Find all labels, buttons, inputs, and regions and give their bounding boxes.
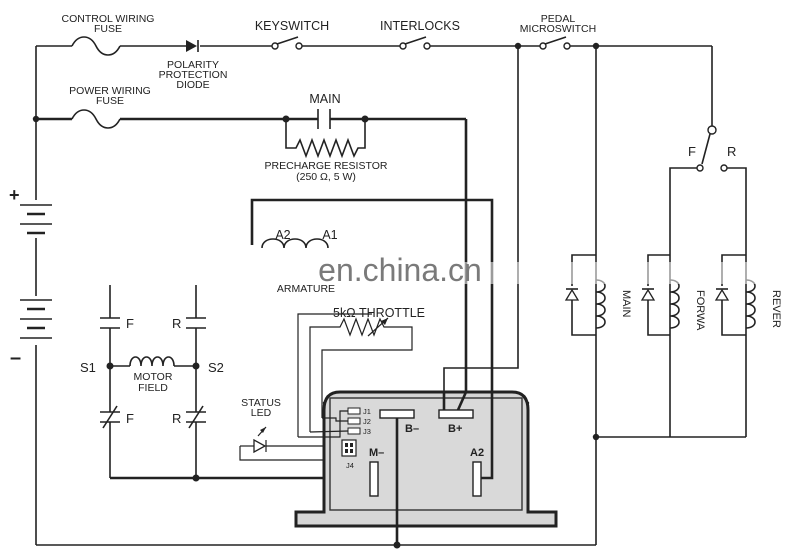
- r-switch-label: R: [727, 144, 736, 159]
- precharge-label-2: (250 Ω, 5 W): [296, 171, 356, 183]
- s2-label: S2: [208, 360, 224, 375]
- control-fuse-label-1: CONTROL WIRING: [62, 13, 155, 25]
- motor-field-label-1: MOTOR: [134, 371, 173, 383]
- polarity-label-2: PROTECTION: [159, 69, 228, 81]
- interlocks-symbol: [399, 36, 431, 50]
- interlocks-label: INTERLOCKS: [380, 19, 460, 33]
- coil-reverse-label: REVER: [770, 290, 782, 328]
- m-minus-label: M–: [369, 447, 384, 459]
- j3-label: J3: [363, 427, 371, 436]
- armature-wiring: [250, 198, 494, 392]
- throttle-label: 5kΩ THROTTLE: [333, 306, 425, 320]
- status-led-label-2: LED: [251, 407, 272, 419]
- pedal-label-1: PEDAL: [541, 13, 576, 25]
- j4-label: J4: [346, 461, 354, 470]
- battery-plus-label: +: [9, 185, 20, 205]
- polarity-label-3: DIODE: [176, 79, 209, 91]
- coil-main-label: MAIN: [620, 290, 632, 318]
- r-bottom-label: R: [172, 411, 181, 426]
- control-fuse-label-2: FUSE: [94, 23, 122, 35]
- main-label: MAIN: [309, 92, 340, 106]
- throttle-wiring: [297, 313, 413, 437]
- motor-controller: [294, 390, 558, 528]
- a2-label: A2: [275, 228, 290, 242]
- coil-section: [564, 42, 756, 545]
- r-top-label: R: [172, 316, 181, 331]
- power-fuse-label-2: FUSE: [96, 95, 124, 107]
- a2-terminal-label: A2: [470, 447, 484, 459]
- pedal-output-wire: [443, 46, 519, 392]
- j1-label: J1: [363, 407, 371, 416]
- battery-minus-label: –: [10, 347, 21, 369]
- controller-terminal-wires: [36, 391, 596, 549]
- f-top-label: F: [126, 316, 134, 331]
- armature-label: ARMATURE: [277, 283, 335, 295]
- power-wiring-line: [36, 109, 468, 392]
- battery-rail: [32, 46, 40, 545]
- pedal-microswitch-symbol: [539, 36, 571, 50]
- watermark: en.china.cn: [318, 252, 482, 288]
- pedal-label-2: MICROSWITCH: [520, 23, 596, 35]
- a1-label: A1: [322, 228, 337, 242]
- battery-symbol: [20, 204, 52, 339]
- f-bottom-label: F: [126, 411, 134, 426]
- precharge-resistor-symbol: [285, 119, 366, 159]
- s1-label: S1: [80, 360, 96, 375]
- b-plus-label: B+: [448, 423, 462, 435]
- motor-field-label-2: FIELD: [138, 382, 168, 394]
- power-fuse-label-1: POWER WIRING: [69, 85, 151, 97]
- polarity-diode-symbol: [186, 40, 199, 52]
- f-switch-label: F: [688, 144, 696, 159]
- polarity-label-1: POLARITY: [167, 59, 219, 71]
- keyswitch-label: KEYSWITCH: [255, 19, 329, 33]
- status-led-label-1: STATUS: [241, 397, 281, 409]
- main-contact-symbol: [317, 109, 331, 129]
- b-minus-label: B–: [405, 423, 419, 435]
- j2-label: J2: [363, 417, 371, 426]
- control-wiring-line: [36, 36, 713, 126]
- coil-forward-label: FORWA: [694, 290, 706, 331]
- precharge-label-1: PRECHARGE RESISTOR: [265, 160, 388, 172]
- keyswitch-symbol: [271, 36, 303, 50]
